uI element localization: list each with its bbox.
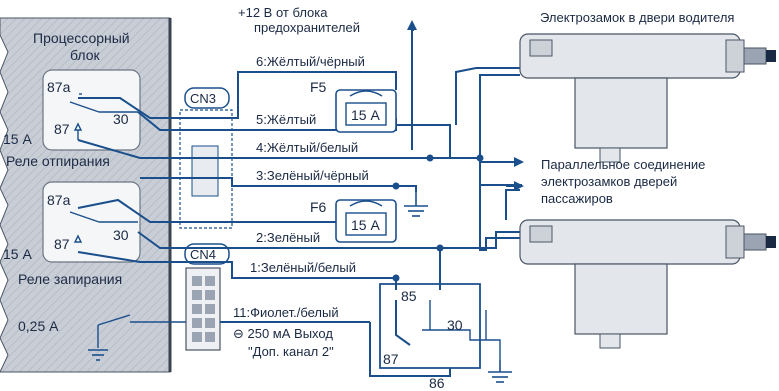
- parallel-label-3: пассажиров: [541, 191, 613, 206]
- relay-lock-87a: 87a: [47, 192, 71, 208]
- output-amp: 0,25 А: [18, 318, 59, 334]
- relay-unlock-87a: 87a: [47, 79, 71, 95]
- fuse-f5: [335, 89, 397, 133]
- wire11-label: 11:Фиолет./белый: [233, 305, 339, 320]
- power-label-2: предохранителей: [254, 20, 360, 35]
- relay-lock-amp: 15 А: [3, 246, 32, 262]
- relay-unlock-30: 30: [113, 111, 129, 127]
- parallel-label-2: электрозамков дверей: [541, 174, 677, 189]
- fuse-f5-label: F5: [310, 79, 327, 95]
- relay-lock-contacts: [69, 211, 138, 243]
- ext-relay-86: 86: [429, 375, 445, 391]
- cn3-label: CN3: [190, 91, 216, 106]
- fuse-f6-rating: 15 А: [351, 217, 380, 233]
- cn4-label: CN4: [190, 247, 216, 262]
- relay-lock-box: [42, 181, 141, 263]
- driver-lock-label: Электрозамок в двери водителя: [540, 10, 734, 25]
- relay-unlock-label: Реле отпирания: [6, 153, 110, 169]
- fuse-f5-rating: 15 А: [351, 107, 380, 123]
- wire-bundle: [77, 29, 440, 323]
- relay-unlock-87: 87: [54, 121, 70, 137]
- wire5-label: 5:Жёлтый: [256, 112, 316, 127]
- ext-relay-85: 85: [401, 288, 417, 304]
- fuse-f6-label: F6: [310, 199, 327, 215]
- wire1-label: 1:Зелёный/белый: [250, 260, 356, 275]
- output-switch: [97, 314, 186, 348]
- power-label-1: +12 В от блока: [238, 5, 328, 20]
- junction-dot: [476, 154, 484, 162]
- processor-label-1: Процессорный: [33, 30, 130, 46]
- wire4-label: 4:Жёлтый/белый: [256, 140, 358, 155]
- relay-lock-label: Реле запирания: [18, 271, 122, 287]
- door-lock-driver: [519, 33, 776, 163]
- relay-unlock-amp: 15 А: [3, 131, 32, 147]
- cn3-badge: [184, 87, 230, 109]
- output-channel: "Доп. канал 2": [248, 344, 334, 359]
- relay-lock-87: 87: [54, 236, 70, 252]
- door-lock-passenger: [519, 219, 776, 349]
- junction-dot: [426, 154, 434, 162]
- ground-icon-wire3: [404, 192, 428, 217]
- relay-lock-30: 30: [113, 227, 129, 243]
- connector-cn3: [179, 109, 233, 229]
- relay-unlock-contacts: [69, 93, 138, 140]
- connector-cn4: [185, 267, 221, 351]
- junction-dot: [392, 182, 400, 190]
- wire2-label: 2:Зелёный: [256, 230, 320, 245]
- parallel-label-1: Параллельное соединение: [541, 157, 705, 172]
- fuse-f6: [335, 199, 397, 243]
- ext-relay-30: 30: [447, 317, 463, 333]
- processor-label-2: блок: [70, 47, 101, 63]
- wire6-label: 6:Жёлтый/чёрный: [256, 54, 365, 69]
- ground-icon-output: [88, 349, 108, 361]
- output-desc: ⊖ 250 мА Выход: [233, 326, 333, 341]
- ground-icon-relay: [488, 360, 512, 383]
- wire3-label: 3:Зелёный/чёрный: [256, 168, 369, 183]
- ext-relay-87: 87: [383, 351, 399, 367]
- external-relay: [369, 248, 501, 377]
